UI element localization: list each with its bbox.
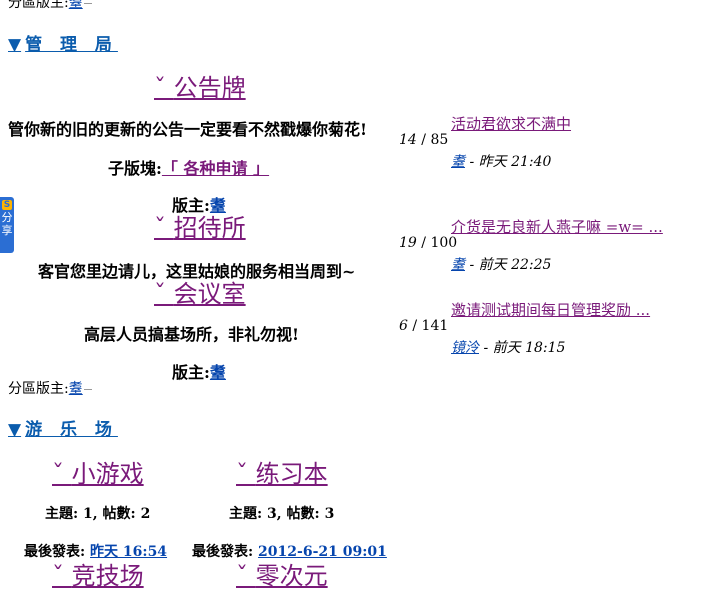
collapse-triangle-icon: ▼ (8, 35, 22, 55)
section-title: 管 理 局 (25, 35, 118, 55)
forum-last-minigame: 最後發表: 昨天 16:54 (24, 541, 167, 561)
moderator-link[interactable]: 耋 (68, 381, 83, 397)
forum-title-zerodim[interactable]: ˇ 零次元 (236, 562, 328, 590)
topic-count: 19 (399, 235, 417, 251)
post-count: 100 (430, 235, 458, 251)
post-count: 85 (430, 132, 449, 148)
forum-stats-minigame: 主題: 1, 帖數: 2 (45, 506, 151, 522)
forum-tick-icon: ˇ (154, 280, 174, 308)
last-post-time: - 昨天 21:40 (469, 154, 552, 170)
forum-tick-icon: ˇ (52, 460, 72, 488)
last-post-label: 最後發表: (24, 544, 86, 560)
moderator-link[interactable]: 耋 (209, 363, 226, 382)
moderator-label: 分區版主: (8, 0, 69, 11)
last-post-user[interactable]: 镜泠 (451, 340, 479, 356)
forum-moderator-bulletin: 版主:耋 (172, 192, 226, 216)
last-post-meta: 耋 - 前天 22:25 (451, 254, 551, 274)
last-post-title[interactable]: 邀请测试期间每日管理奖励 ... (451, 301, 651, 319)
collapse-triangle-icon: ▼ (8, 420, 22, 440)
share-logo-icon: S (2, 200, 12, 210)
forum-counts: 14 / 85 (399, 132, 449, 148)
last-post-meta: 镜泠 - 前天 18:15 (451, 337, 565, 357)
last-post-link[interactable]: 2012-6-21 09:01 (258, 544, 387, 560)
last-post-user[interactable]: 耋 (451, 154, 465, 170)
topic-count: 6 (399, 318, 408, 334)
share-tab[interactable]: S 分享 (0, 197, 14, 253)
forum-counts: 6 / 141 (399, 318, 449, 334)
topic-count: 14 (399, 132, 417, 148)
moderator-label: 分區版主: (8, 381, 69, 397)
moderator-label: 版主: (172, 363, 210, 382)
forum-desc-reception: 客官您里边请儿，这里姑娘的服务相当周到~ (38, 262, 356, 281)
forum-last-practice: 最後發表: 2012-6-21 09:01 (192, 541, 387, 561)
forum-moderator-meeting: 版主:耋 (172, 359, 226, 383)
section-header-playground[interactable]: ▼游 乐 场 (8, 415, 118, 440)
last-post-time: - 前天 22:25 (469, 257, 552, 273)
forum-tick-icon: ˇ (52, 562, 72, 590)
forum-counts: 19 / 100 (399, 235, 458, 251)
last-post-link[interactable]: 昨天 16:54 (90, 544, 168, 560)
underbar-decor (83, 2, 92, 4)
share-label: 分享 (1, 211, 13, 237)
post-count: 141 (421, 318, 449, 334)
moderator-link[interactable]: 耋 (209, 196, 226, 215)
forum-tick-icon: ˇ (154, 74, 174, 102)
forum-title-practice[interactable]: ˇ 练习本 (236, 460, 328, 488)
last-post-user[interactable]: 耋 (451, 257, 465, 273)
forum-desc-bulletin: 管你新的旧的更新的公告一定要看不然戳爆你菊花! (8, 120, 368, 139)
forum-title-bulletin[interactable]: ˇ 公告牌 (154, 74, 246, 102)
bottom-moderator-line: 分區版主:耋 (8, 378, 92, 398)
subforum-line: 子版塊:「 各种申请 」 (108, 155, 269, 179)
last-post-title[interactable]: 活动君欲求不满中 (451, 115, 572, 133)
forum-title-minigame[interactable]: ˇ 小游戏 (52, 460, 144, 488)
forum-tick-icon: ˇ (154, 214, 174, 242)
section-title: 游 乐 场 (25, 420, 118, 440)
subforum-link[interactable]: 「 各种申请 」 (161, 159, 270, 178)
forum-stats-practice: 主題: 3, 帖數: 3 (229, 506, 335, 522)
forum-desc-meeting: 高层人员搞基场所，非礼勿视! (84, 325, 300, 344)
forum-title-reception[interactable]: ˇ 招待所 (154, 214, 246, 242)
last-post-title[interactable]: 介货是无良新人燕子嘛 =w= ... (451, 218, 663, 236)
forum-title-arena[interactable]: ˇ 竞技场 (52, 562, 144, 590)
last-post-time: - 前天 18:15 (483, 340, 566, 356)
moderator-link[interactable]: 耋 (68, 0, 83, 11)
forum-title-meeting[interactable]: ˇ 会议室 (154, 280, 246, 308)
moderator-label: 版主: (172, 196, 210, 215)
top-moderator-line: 分區版主:耋 (8, 0, 92, 12)
forum-tick-icon: ˇ (236, 460, 256, 488)
forum-tick-icon: ˇ (236, 562, 256, 590)
last-post-label: 最後發表: (192, 544, 254, 560)
section-header-management[interactable]: ▼管 理 局 (8, 30, 118, 55)
subforum-label: 子版塊: (108, 159, 162, 178)
last-post-meta: 耋 - 昨天 21:40 (451, 151, 551, 171)
underbar-decor (83, 388, 92, 390)
